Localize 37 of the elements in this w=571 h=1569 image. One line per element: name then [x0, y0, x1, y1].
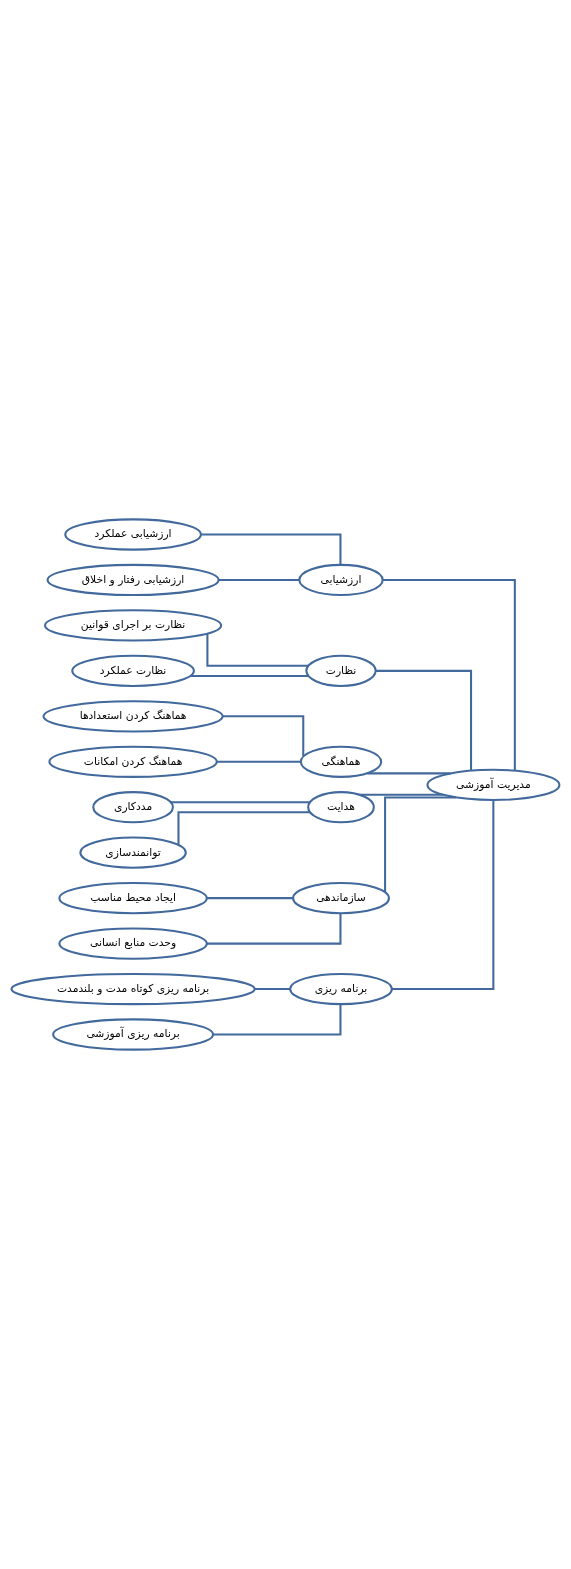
node-ellipse: ارزشیابی عملکرد [64, 518, 202, 551]
connector [382, 578, 516, 771]
connector [213, 1004, 342, 1036]
node-ellipse: وحدت منابع انسانی [58, 927, 208, 960]
connector [367, 772, 451, 775]
connector [359, 793, 443, 796]
connector [391, 800, 495, 991]
node-ellipse: هدایت [307, 791, 375, 824]
node-ellipse: ارزشیابی [298, 563, 384, 597]
connector [206, 897, 294, 900]
node-ellipse: ارزشیابی رفتار و اخلاق [46, 563, 220, 597]
connector [218, 578, 300, 581]
node-ellipse: مددکاری [92, 791, 174, 824]
connector [206, 634, 309, 667]
connector [216, 760, 301, 763]
connector [170, 801, 311, 804]
connector [222, 715, 305, 757]
connector [206, 913, 342, 945]
node-ellipse: هماهنگ کردن امکانات [48, 745, 218, 778]
node-ellipse: مدیریت آموزشی [426, 768, 561, 802]
node-ellipse: برنامه ریزی کوتاه مدت و بلندمدت [10, 972, 256, 1006]
connector [254, 988, 291, 991]
connector [375, 669, 473, 771]
node-ellipse: نظارت [305, 654, 377, 687]
node-ellipse: نظارت عملکرد [71, 654, 195, 687]
connector [384, 796, 456, 893]
node-ellipse: سازماندهی [292, 882, 390, 915]
connector [190, 674, 309, 677]
node-ellipse: ایجاد محیط مناسب [58, 882, 208, 915]
node-ellipse: توانمندسازی [79, 836, 187, 869]
node-ellipse: برنامه ریزی آموزشی [52, 1018, 215, 1051]
node-ellipse: هماهنگ کردن استعدادها [42, 700, 224, 733]
node-ellipse: نظارت بر اجرای قوانین [44, 609, 223, 642]
node-ellipse: هماهنگی [299, 745, 383, 778]
node-ellipse: برنامه ریزی [289, 972, 393, 1006]
connector [201, 533, 342, 565]
connector [177, 811, 311, 845]
